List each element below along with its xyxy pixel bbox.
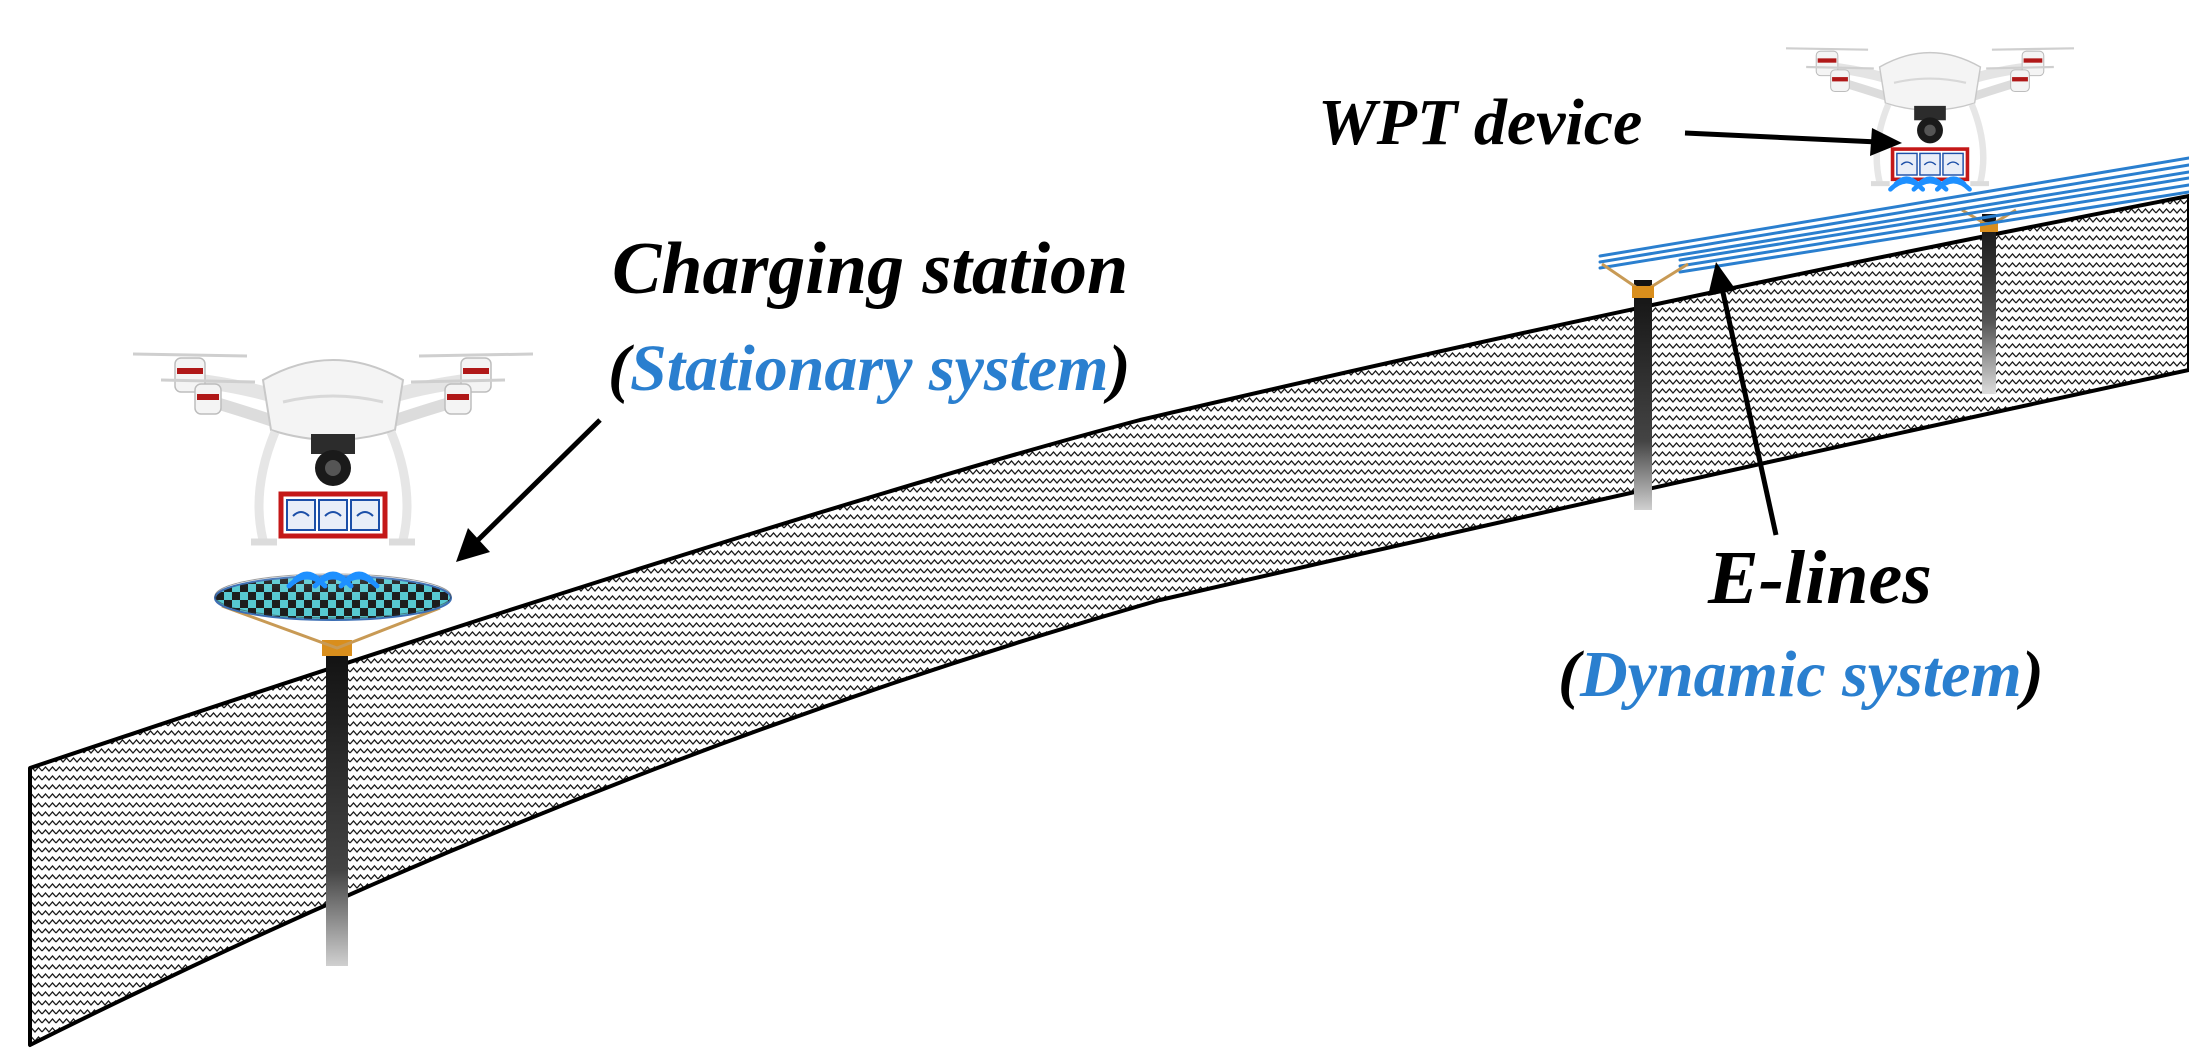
arrow-e-lines bbox=[1708, 262, 1779, 536]
paren-open: ( bbox=[608, 332, 630, 405]
dynamic-system-text: Dynamic system bbox=[1579, 638, 2022, 711]
wireless-signal-icon bbox=[1890, 179, 1969, 190]
dynamic-system-label: (Dynamic system) bbox=[1558, 642, 2044, 708]
paren-open: ( bbox=[1558, 638, 1580, 711]
power-pole-icon bbox=[1601, 262, 1689, 510]
wpt-device-label: WPT device bbox=[1318, 86, 1643, 159]
drone-icon bbox=[1786, 48, 2074, 183]
paren-close: ) bbox=[1108, 332, 1131, 405]
arrow-wpt-device bbox=[1684, 128, 1902, 156]
paren-close: ) bbox=[2021, 638, 2044, 711]
drone-icon bbox=[103, 300, 563, 600]
stationary-system-label: (Stationary system) bbox=[608, 336, 1131, 402]
e-lines-wires bbox=[1598, 156, 2189, 274]
e-lines-label: E-lines bbox=[1708, 536, 1932, 620]
charging-station-label: Charging station bbox=[612, 228, 1129, 310]
power-pole-icon bbox=[221, 604, 441, 966]
stationary-system-text: Stationary system bbox=[629, 332, 1109, 405]
arrow-charging-station bbox=[456, 418, 602, 562]
